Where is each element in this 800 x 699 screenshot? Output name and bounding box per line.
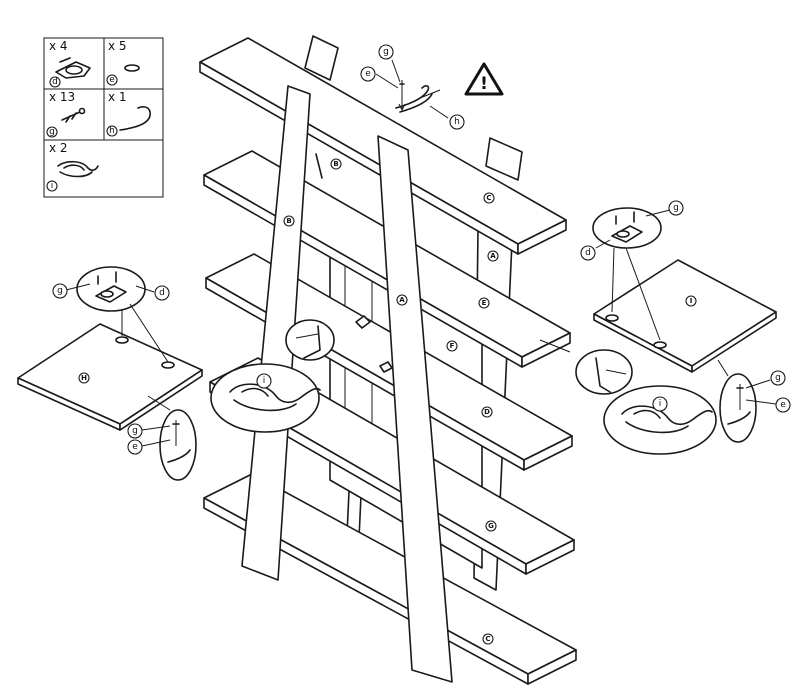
qty-i: x 2: [49, 141, 68, 155]
label-shelf-top: C: [486, 194, 491, 202]
key-d: d: [52, 77, 58, 87]
parts-table: x 4 d x 5 e x 13 g x 1 h x 2: [43, 37, 164, 198]
qty-g: x 13: [49, 90, 75, 104]
label-shelf-3: E: [482, 299, 487, 307]
callout-left-low-g: g: [132, 426, 138, 436]
callout-right-low-g: g: [775, 373, 781, 383]
label-shelf-4: D: [484, 408, 490, 416]
callout-top-g: g: [383, 47, 389, 57]
callout-right-d: d: [585, 248, 591, 258]
label-back-panel: F: [450, 342, 455, 350]
callout-left-low-e: e: [132, 442, 138, 452]
callout-right-low-e: e: [780, 400, 786, 410]
key-i: i: [51, 181, 54, 191]
label-left-side-back: B: [333, 160, 338, 168]
left-low-detail: g e: [127, 395, 197, 481]
middle-hinge-detail: [285, 315, 393, 373]
key-h: h: [109, 126, 115, 136]
label-shelf-2: A: [490, 252, 496, 260]
panel-labels: C A E D G C F B B A: [283, 158, 499, 645]
qty-e: x 5: [108, 39, 127, 53]
parts-cell-d: x 4 d: [49, 39, 91, 88]
parts-cell-e: x 5 e: [106, 39, 140, 86]
callout-top-e: e: [365, 69, 371, 79]
board-left: H: [17, 323, 203, 431]
label-front-right-leg: A: [399, 296, 405, 304]
qty-d: x 4: [49, 39, 68, 53]
parts-cell-g: x 13 g: [46, 90, 86, 138]
left-bracket-detail: g d: [52, 266, 170, 363]
label-board-right: I: [690, 297, 693, 305]
key-e: e: [109, 75, 115, 85]
right-i-detail: i: [603, 385, 717, 455]
label-front-left-leg: B: [286, 217, 291, 225]
key-g: g: [49, 127, 55, 137]
top-fixing-detail: g e h: [360, 44, 465, 130]
warning-mark: !: [480, 74, 488, 94]
callout-left-d: d: [159, 288, 165, 298]
right-low-detail: g e: [717, 359, 791, 443]
label-shelf-bottom: C: [485, 635, 490, 643]
right-bracket-detail: g d: [580, 200, 684, 341]
warning-icon: !: [464, 62, 504, 96]
callout-right-g: g: [673, 203, 679, 213]
parts-cell-i: x 2 i: [46, 141, 99, 192]
parts-cell-h: x 1 h: [106, 90, 151, 137]
callout-left-i: i: [263, 376, 266, 386]
callout-top-h: h: [454, 117, 460, 127]
right-hinge-detail: [539, 339, 633, 395]
left-i-detail: i: [210, 363, 321, 433]
front-leg-right: [377, 135, 453, 683]
callout-right-i: i: [659, 399, 662, 409]
label-board-left: H: [81, 374, 87, 382]
board-right: I: [593, 259, 777, 373]
label-shelf-5: G: [488, 522, 494, 530]
callout-left-g: g: [57, 286, 63, 296]
qty-h: x 1: [108, 90, 127, 104]
